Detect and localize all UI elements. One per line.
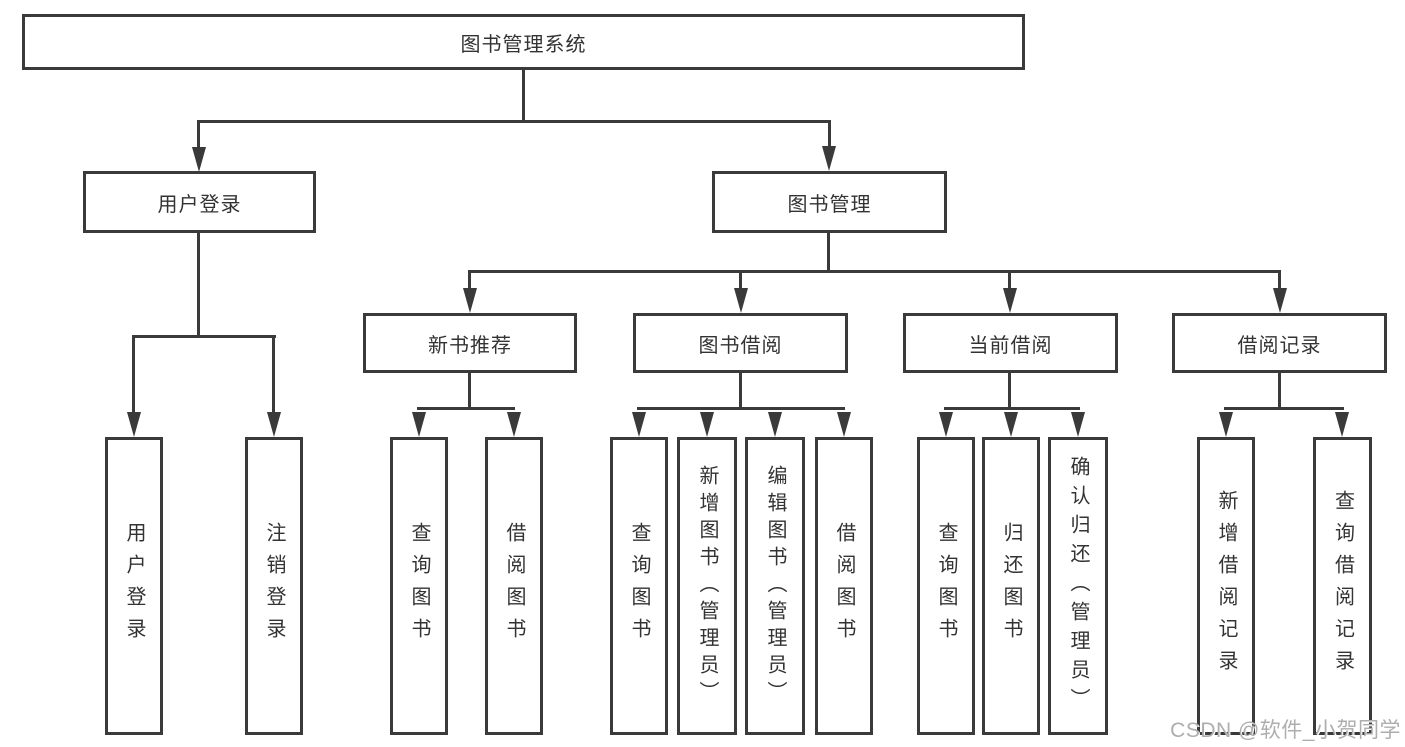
connector-line-h xyxy=(637,407,845,410)
leaf-newbooks-borrow: 借阅图书 xyxy=(485,437,543,735)
node-label: 新书推荐 xyxy=(428,334,512,357)
arrow-down-icon xyxy=(127,412,141,437)
leaf-user-login: 用户登录 xyxy=(105,437,163,735)
connector-line-v xyxy=(197,120,200,150)
arrow-down-icon xyxy=(939,412,953,437)
arrow-down-icon xyxy=(700,412,714,437)
node-label: 当前借阅 xyxy=(968,334,1053,357)
connector-line-v xyxy=(1008,373,1011,410)
node-label: 借阅记录 xyxy=(1237,334,1322,357)
node-book-management: 图书管理 xyxy=(712,171,947,233)
leaf-borrow-query: 查询图书 xyxy=(610,437,668,735)
node-root: 图书管理系统 xyxy=(22,14,1025,70)
node-label: 图书管理系统 xyxy=(460,33,587,56)
node-new-book-recommend: 新书推荐 xyxy=(363,313,577,373)
arrow-down-icon xyxy=(768,412,782,437)
connector-line-v xyxy=(132,335,135,415)
node-label: 借阅图书 xyxy=(833,522,855,650)
connector-line-v xyxy=(522,68,525,120)
leaf-borrow-add-admin: 新增图书（管理员） xyxy=(677,437,737,735)
node-user-login: 用户登录 xyxy=(83,171,316,233)
arrow-down-icon xyxy=(632,412,646,437)
node-label: 图书管理 xyxy=(787,193,872,216)
node-label: 归还图书 xyxy=(1000,522,1022,650)
node-label: 查询图书 xyxy=(935,522,957,650)
leaf-borrow-edit-admin: 编辑图书（管理员） xyxy=(745,437,805,735)
node-label: 图书借阅 xyxy=(698,334,783,357)
arrow-down-icon xyxy=(1219,412,1233,437)
node-label: 用户登录 xyxy=(123,522,145,650)
arrow-down-icon xyxy=(1071,412,1085,437)
node-label: 用户登录 xyxy=(157,193,242,216)
leaf-records-query: 查询借阅记录 xyxy=(1313,437,1372,735)
node-label: 编辑图书（管理员） xyxy=(764,464,786,708)
connector-line-h xyxy=(1224,407,1344,410)
arrow-down-icon xyxy=(463,288,477,313)
leaf-current-return: 归还图书 xyxy=(982,437,1040,735)
arrow-down-icon xyxy=(412,412,426,437)
node-borrow-records: 借阅记录 xyxy=(1172,313,1387,373)
arrow-down-icon xyxy=(1003,288,1017,313)
connector-line-v xyxy=(739,373,742,410)
connector-line-v xyxy=(828,120,831,150)
node-book-borrow: 图书借阅 xyxy=(633,313,848,373)
connector-line-v xyxy=(468,373,471,410)
connector-line-v xyxy=(827,233,830,273)
connector-line-v xyxy=(1008,270,1011,292)
arrow-down-icon xyxy=(822,146,836,171)
arrow-down-icon xyxy=(837,412,851,437)
leaf-current-confirm-admin: 确认归还（管理员） xyxy=(1048,437,1108,735)
leaf-logout: 注销登录 xyxy=(245,437,303,735)
arrow-down-icon xyxy=(1004,412,1018,437)
arrow-down-icon xyxy=(267,412,281,437)
node-label: 新增图书（管理员） xyxy=(696,464,718,708)
node-label: 确认归还（管理员） xyxy=(1067,455,1089,717)
connector-line-v xyxy=(197,233,200,338)
arrow-down-icon xyxy=(1273,288,1287,313)
node-label: 新增借阅记录 xyxy=(1215,490,1237,682)
connector-line-v xyxy=(468,270,471,292)
connector-line-v xyxy=(739,270,742,292)
connector-line-v xyxy=(1278,373,1281,410)
leaf-records-add: 新增借阅记录 xyxy=(1197,437,1255,735)
watermark: CSDN @软件_小贺同学 xyxy=(1170,719,1401,742)
connector-line-h xyxy=(132,335,276,338)
node-label: 借阅图书 xyxy=(503,522,525,650)
node-label: 查询图书 xyxy=(408,522,430,650)
arrow-down-icon xyxy=(734,288,748,313)
connector-line-h xyxy=(944,407,1080,410)
arrow-down-icon xyxy=(192,147,206,172)
arrow-down-icon xyxy=(507,412,521,437)
node-label: 查询借阅记录 xyxy=(1331,490,1354,682)
node-label: 注销登录 xyxy=(263,522,285,650)
arrow-down-icon xyxy=(1335,412,1349,437)
leaf-borrow-borrow: 借阅图书 xyxy=(815,437,873,735)
node-label: 查询图书 xyxy=(628,522,650,650)
connector-line-v xyxy=(272,335,275,415)
connector-line-h xyxy=(417,407,515,410)
node-current-borrow: 当前借阅 xyxy=(903,313,1118,373)
leaf-current-query: 查询图书 xyxy=(917,437,975,735)
connector-line-h xyxy=(468,270,1281,273)
leaf-newbooks-query: 查询图书 xyxy=(390,437,448,735)
connector-line-h xyxy=(197,120,831,123)
connector-line-v xyxy=(1278,270,1281,292)
